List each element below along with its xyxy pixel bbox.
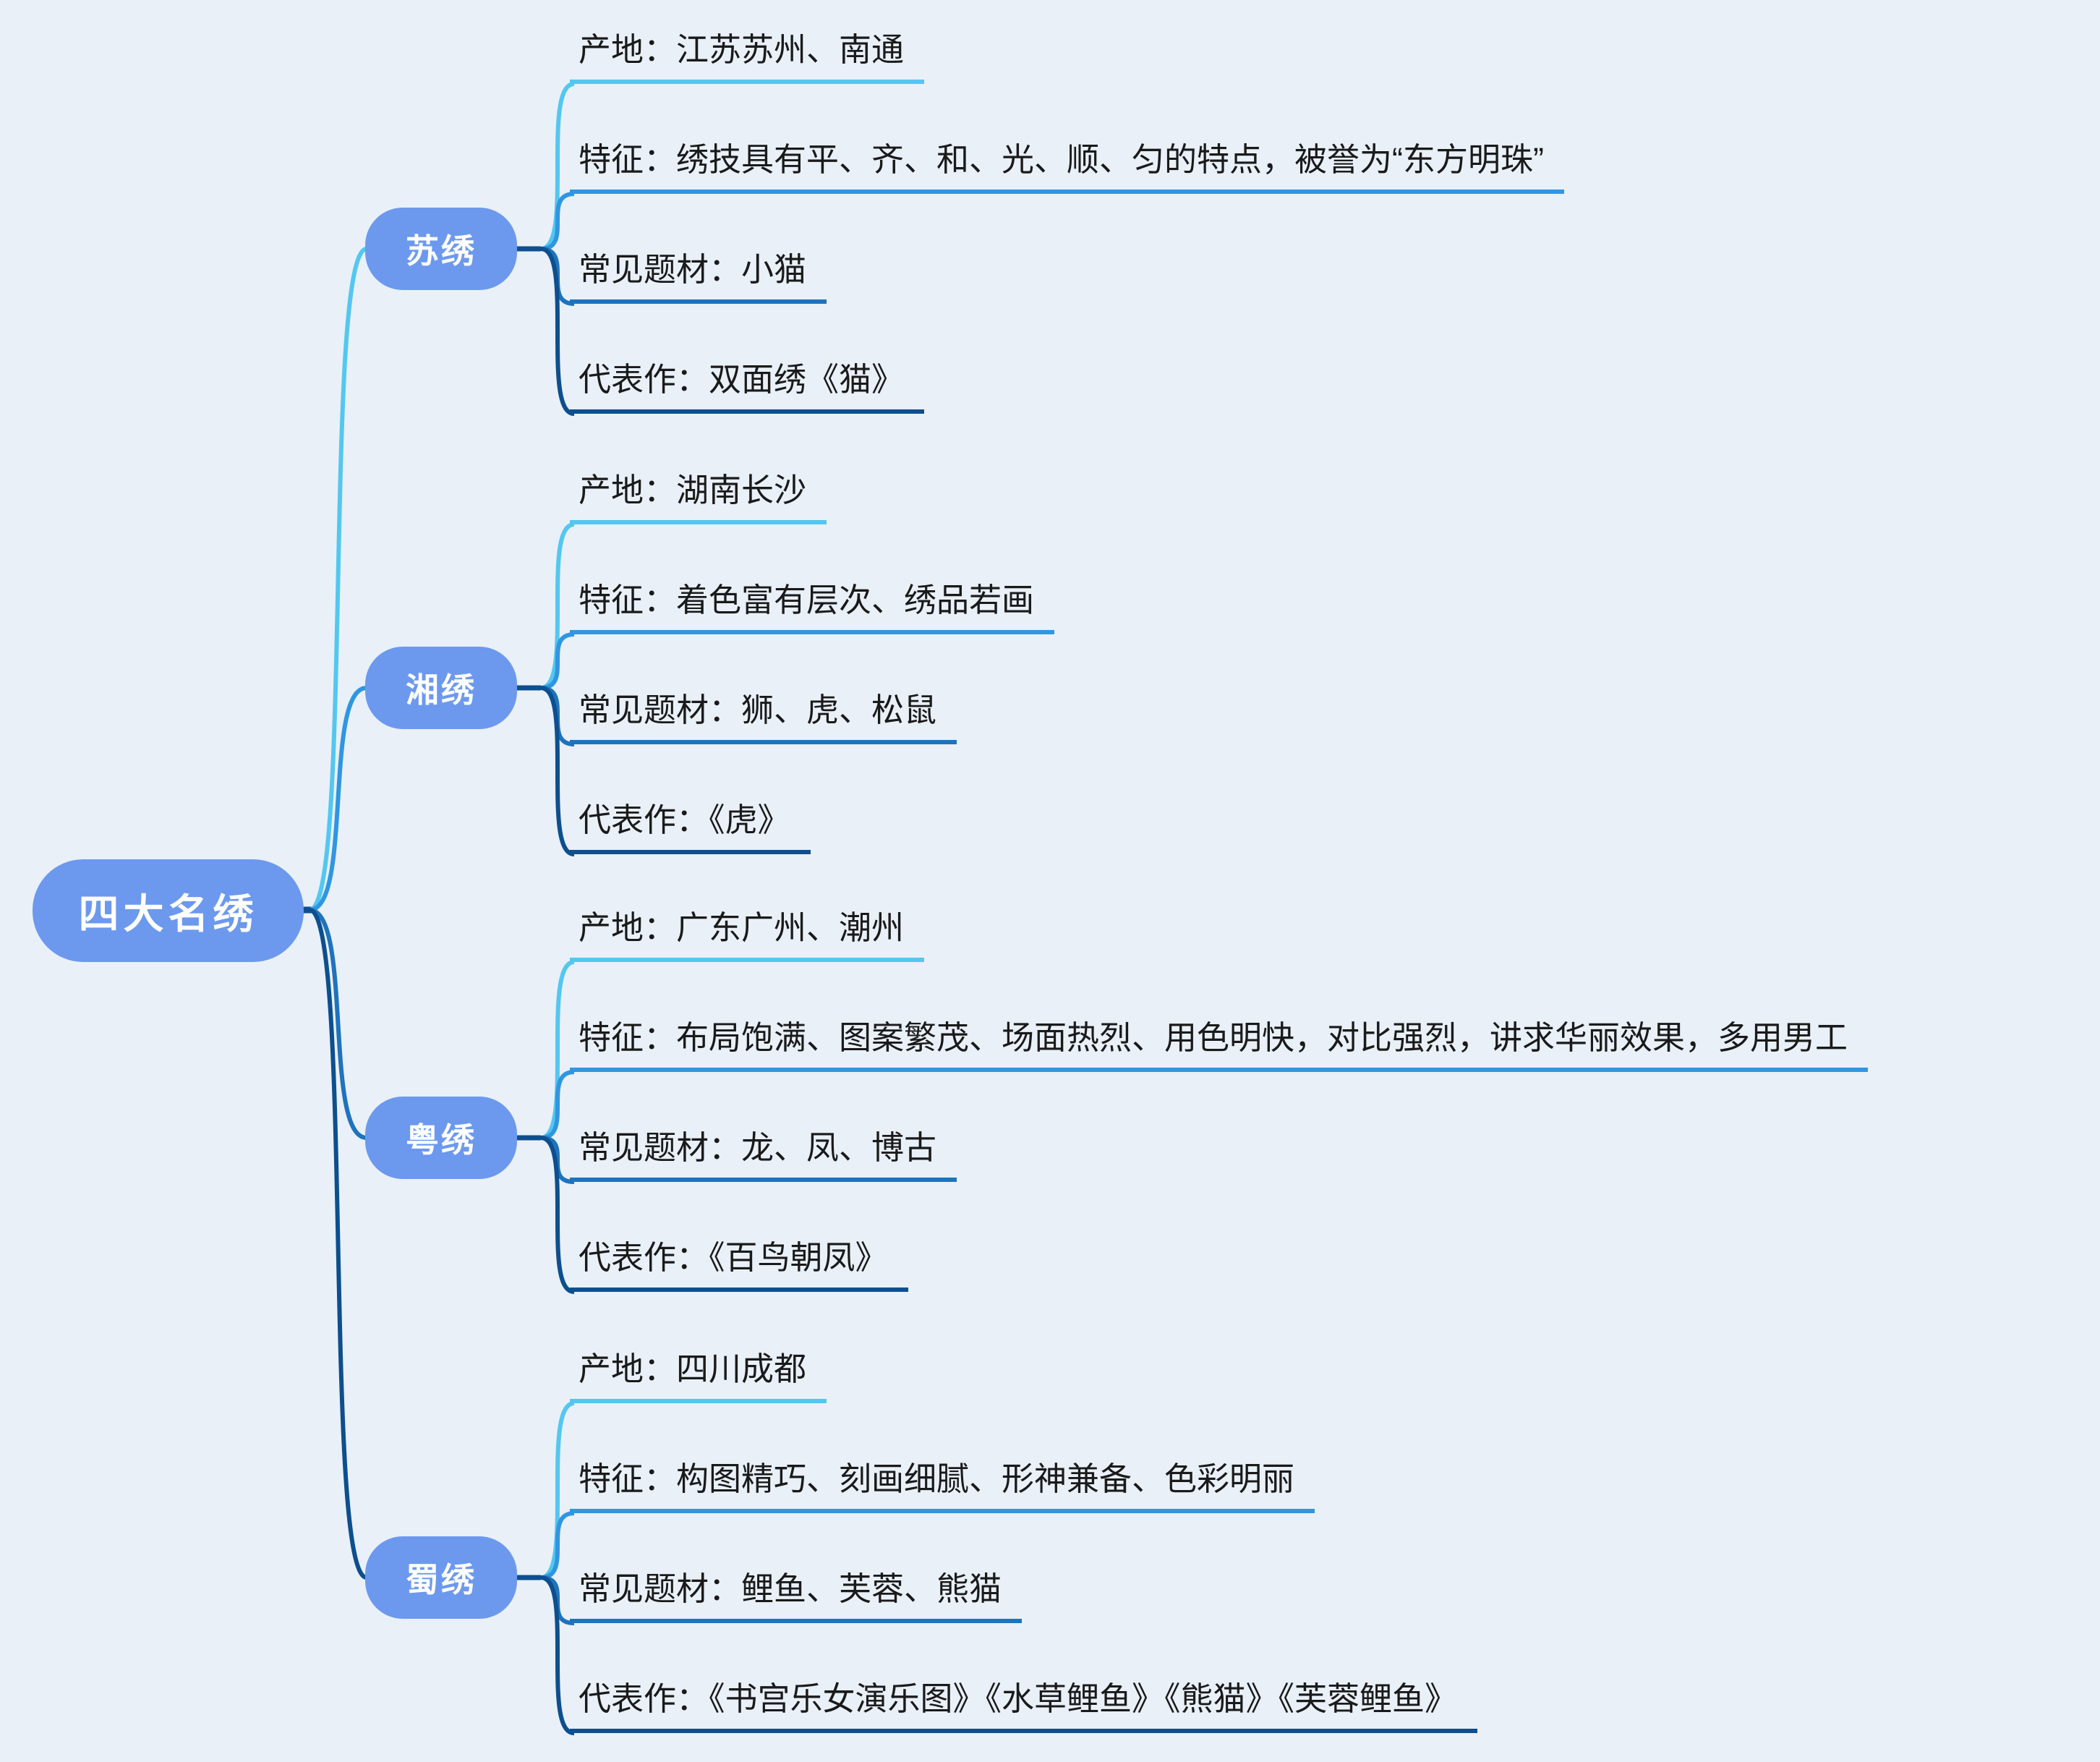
leaf-yuexiu-themes[interactable]: 常见题材：龙、凤、博古 [570,1125,957,1182]
leaf-shuxiu-themes[interactable]: 常见题材：鲤鱼、芙蓉、熊猫 [570,1567,1023,1623]
leaf-shuxiu-works[interactable]: 代表作：《书宫乐女演乐图》《水草鲤鱼》《熊猫》《芙蓉鲤鱼》 [570,1677,1478,1733]
connector-yuexiu-origin [540,960,575,1140]
connector-xiangxiu-works [540,686,575,856]
connector-root-shuxiu [308,908,368,1580]
leaf-yuexiu-origin[interactable]: 产地：广东广州、潮州 [570,906,925,962]
connector-xiangxiu-origin [540,522,575,690]
leaf-yuexiu-works[interactable]: 代表作：《百鸟朝凤》 [570,1235,908,1292]
root-topic-label: 四大名绣 [78,890,258,937]
branch-topic-suxiu-label: 苏绣 [406,232,477,270]
branch-topic-shuxiu-label: 蜀绣 [406,1561,477,1599]
leaf-suxiu-origin[interactable]: 产地：江苏苏州、南通 [570,27,925,84]
branch-topic-yuexiu[interactable]: 粤绣 [365,1097,517,1179]
connector-yuexiu-works [540,1136,575,1294]
leaf-suxiu-works[interactable]: 代表作：双面绣《猫》 [570,357,925,414]
connector-root-yuexiu [309,908,367,1140]
connector-shuxiu-works [540,1575,575,1735]
connector-root-suxiu [308,247,368,912]
connector-shuxiu-features [540,1511,575,1580]
connector-shuxiu-themes [540,1575,575,1625]
connector-yuexiu-themes [540,1136,575,1184]
connector-suxiu-works [540,247,575,416]
leaf-shuxiu-origin[interactable]: 产地：四川成都 [570,1347,827,1403]
connector-root-xiangxiu [309,686,367,912]
connector-yuexiu-features [540,1070,575,1140]
leaf-xiangxiu-works[interactable]: 代表作：《虎》 [570,798,811,854]
leaf-yuexiu-features[interactable]: 特征：布局饱满、图案繁茂、场面热烈、用色明快，对比强烈，讲求华丽效果，多用男工 [570,1016,1869,1072]
branch-topic-suxiu[interactable]: 苏绣 [365,208,517,290]
branch-topic-xiangxiu-label: 湘绣 [406,671,477,709]
connector-shuxiu-origin [540,1401,575,1580]
leaf-xiangxiu-themes[interactable]: 常见题材：狮、虎、松鼠 [570,688,957,744]
connector-suxiu-origin [540,82,575,251]
leaf-xiangxiu-features[interactable]: 特征：着色富有层次、绣品若画 [570,578,1055,634]
leaf-suxiu-features[interactable]: 特征：绣技具有平、齐、和、光、顺、匀的特点，被誉为“东方明珠” [570,137,1564,194]
leaf-shuxiu-features[interactable]: 特征：构图精巧、刻画细腻、形神兼备、色彩明丽 [570,1457,1315,1513]
leaf-suxiu-themes[interactable]: 常见题材：小猫 [570,247,827,304]
connector-suxiu-features [540,192,575,251]
leaf-xiangxiu-origin[interactable]: 产地：湖南长沙 [570,468,827,524]
root-topic[interactable]: 四大名绣 [33,859,304,962]
branch-topic-xiangxiu[interactable]: 湘绣 [365,647,517,729]
branch-topic-yuexiu-label: 粤绣 [406,1121,477,1159]
branch-topic-shuxiu[interactable]: 蜀绣 [365,1536,517,1619]
connector-xiangxiu-features [540,632,575,690]
